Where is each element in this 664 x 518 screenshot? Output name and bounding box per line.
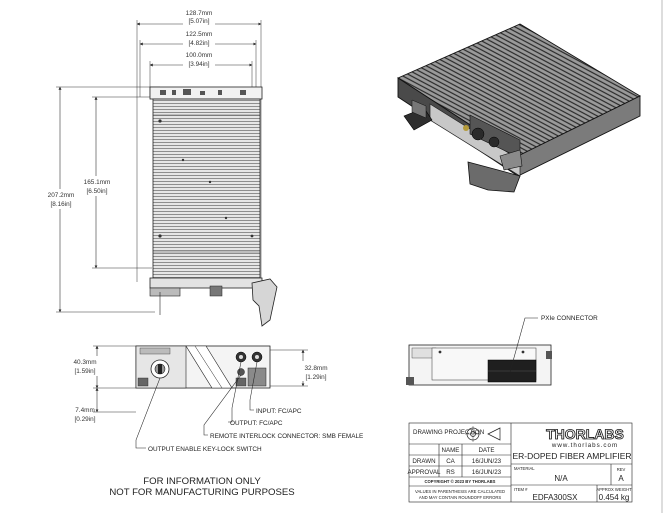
tb-col-name: NAME bbox=[442, 447, 460, 454]
callout-input: INPUT: FC/APC bbox=[256, 408, 302, 415]
isometric-view bbox=[397, 23, 641, 193]
tb-note-2: AND MAY CONTAIN ROUNDOFF ERRORS bbox=[419, 495, 502, 500]
tb-item-label: ITEM # bbox=[514, 487, 528, 492]
tb-item-value: EDFA300SX bbox=[533, 493, 579, 502]
tb-col-date: DATE bbox=[478, 447, 494, 454]
dim-height-overall-in: [8.16in] bbox=[51, 201, 72, 208]
dim-width-overall-in: [5.07in] bbox=[189, 18, 210, 25]
title-block bbox=[408, 422, 633, 503]
tb-drawn-label: DRAWN bbox=[412, 458, 435, 465]
dim-width-inner-in: [3.94in] bbox=[189, 61, 210, 68]
tb-copyright: COPYRIGHT © 2023 BY THORLABS bbox=[425, 479, 496, 484]
tb-material-label: MATERIAL bbox=[514, 466, 535, 471]
projection-symbol-icon bbox=[465, 426, 501, 442]
tb-rev-value: A bbox=[618, 474, 624, 483]
tb-approval-name: RS bbox=[446, 469, 455, 476]
callout-output: OUTPUT: FC/APC bbox=[230, 420, 283, 427]
dim-width-inner-mm: 100.0mm bbox=[186, 52, 213, 59]
tb-weight-label: APPROX WEIGHT bbox=[596, 487, 632, 492]
dim-width-overall-mm: 128.7mm bbox=[186, 10, 213, 17]
dim-connector-height-mm: 32.8mm bbox=[304, 365, 327, 372]
tb-weight-value: 0.454 kg bbox=[599, 493, 630, 502]
disclaimer-line-1: FOR INFORMATION ONLY bbox=[143, 476, 261, 487]
disclaimer-line-2: NOT FOR MANUFACTURING PURPOSES bbox=[109, 487, 294, 498]
tb-note-1: VALUES IN PARENTHESIS ARE CALCULATED bbox=[415, 489, 505, 494]
callout-interlock: REMOTE INTERLOCK CONNECTOR: SMB FEMALE bbox=[210, 433, 363, 440]
callout-keylock: OUTPUT ENABLE KEY-LOCK SWITCH bbox=[148, 446, 262, 453]
tb-approval-label: APPROVAL bbox=[408, 469, 441, 476]
tb-drawn-name: CA bbox=[446, 458, 455, 465]
dim-height-body-mm: 165.1mm bbox=[84, 179, 111, 186]
dim-front-height-mm: 40.3mm bbox=[73, 359, 96, 366]
dim-width-mid-mm: 122.5mm bbox=[186, 31, 213, 38]
top-view: 128.7mm [5.07in] 122.5mm [4.82in] 100.0m… bbox=[44, 8, 278, 327]
tb-rev-label: REV bbox=[617, 467, 626, 472]
dim-height-body-in: [6.50in] bbox=[87, 188, 108, 195]
dim-width-mid-in: [4.82in] bbox=[189, 40, 210, 47]
dim-front-height-in: [1.59in] bbox=[75, 368, 96, 375]
tb-url: www.thorlabs.com bbox=[551, 442, 618, 449]
dim-front-offset-in: [0.29in] bbox=[75, 416, 96, 423]
tb-drawn-date: 16/JUN/23 bbox=[472, 458, 502, 465]
callout-pxie-connector: PXIe CONNECTOR bbox=[541, 315, 598, 322]
tb-material-value: N/A bbox=[554, 474, 568, 483]
dim-height-overall-mm: 207.2mm bbox=[48, 192, 75, 199]
thorlabs-logo: THORLABS bbox=[546, 426, 624, 442]
tb-approval-date: 16/JUN/23 bbox=[472, 469, 502, 476]
dim-connector-height-in: [1.29in] bbox=[306, 374, 327, 381]
tb-drawing-projection: DRAWING PROJECTION bbox=[413, 429, 484, 436]
rear-view: PXIe CONNECTOR bbox=[406, 315, 598, 386]
front-view: 40.3mm [1.59in] 7.4mm [0.29in] 32.8mm [1… bbox=[71, 345, 363, 453]
tb-title: ER-DOPED FIBER AMPLIFIER bbox=[512, 451, 631, 461]
dim-front-offset-mm: 7.4mm bbox=[75, 407, 95, 414]
